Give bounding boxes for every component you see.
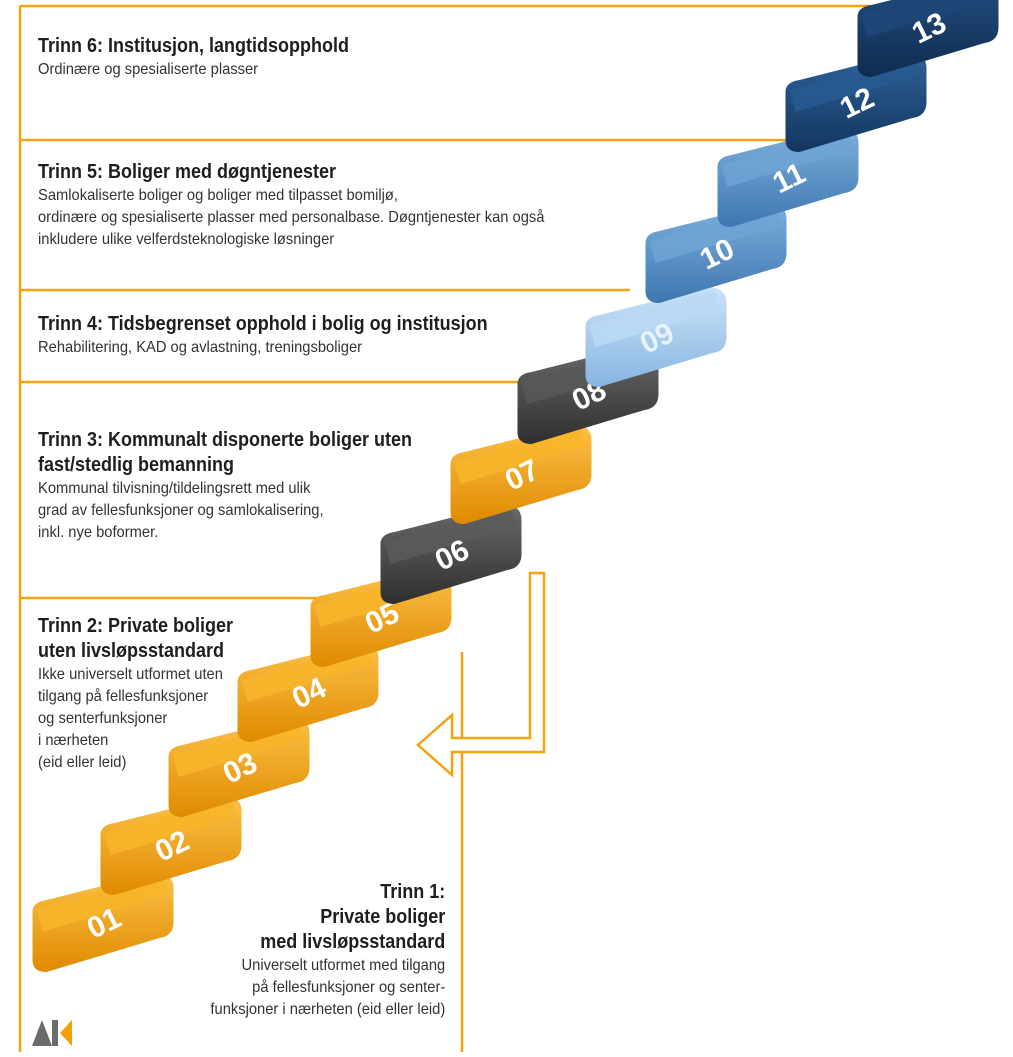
tier-3-title-line: Trinn 3: Kommunalt disponerte boliger ut… [38, 429, 413, 451]
step-top-face [861, 0, 992, 37]
tier-3-block: Trinn 3: Kommunalt disponerte boliger ut… [38, 428, 454, 544]
step-10: 10 [645, 203, 787, 303]
step-top-face [384, 506, 518, 564]
tier-4-line: Rehabilitering, KAD og avlastning, treni… [38, 339, 363, 356]
return-arrow [416, 571, 546, 778]
step-03: 03 [168, 717, 310, 817]
tier-3-desc: Kommunal tilvisning/tildelingsrett med u… [38, 478, 420, 544]
tier-2-block: Trinn 2: Private boliger uten livsløpsst… [38, 614, 255, 774]
step-top-face [36, 874, 170, 932]
tier-3-line: inkl. nye boformer. [38, 524, 159, 541]
tier-6-line: Ordinære og spesialiserte plasser [38, 61, 259, 78]
tier-5-title: Trinn 5: Boliger med døgntjenester [38, 161, 337, 183]
tier-5-line: ordinære og spesialiserte plasser med pe… [38, 209, 545, 226]
tier-2-line: Ikke universelt utformet uten [38, 666, 223, 683]
tier-2-line: tilgang på fellesfunksjoner [38, 688, 209, 705]
tier-6-desc: Ordinære og spesialiserte plasser [38, 59, 356, 81]
tier-5-line: inkludere ulike velferdsteknologiske løs… [38, 231, 335, 248]
tier-1-title-line: med livsløpsstandard [259, 931, 445, 953]
tier-3-line: Kommunal tilvisning/tildelingsrett med u… [38, 480, 311, 497]
frame-outline [18, 4, 930, 1052]
step-06: 06 [380, 504, 522, 604]
step-top-face [589, 289, 723, 347]
tier-6-block: Trinn 6: Institusjon, langtidsopphold Or… [38, 34, 384, 81]
tier-1-title: Trinn 1: Private boliger med livsløpssta… [215, 880, 445, 955]
tier-2-title-line: uten livsløpsstandard [38, 640, 225, 662]
tier-2-title: Trinn 2: Private boliger uten livsløpsst… [38, 614, 233, 664]
tier-5-block: Trinn 5: Boliger med døgntjenester Samlo… [38, 160, 589, 251]
tier-1-line: Universelt utformet med tilgang [241, 957, 445, 974]
step-01: 01 [32, 872, 174, 972]
tier-5-line: Samlokaliserte boliger og boliger med ti… [38, 187, 398, 204]
tier-1-block: Trinn 1: Private boliger med livsløpssta… [190, 880, 445, 1021]
tier-4-title: Trinn 4: Tidsbegrenset opphold i bolig o… [38, 313, 488, 335]
tier-3-line: grad av fellesfunksjoner og samlokaliser… [38, 502, 324, 519]
tier-6-title: Trinn 6: Institusjon, langtidsopphold [38, 35, 349, 57]
step-02: 02 [100, 795, 242, 895]
step-09: 09 [585, 287, 727, 387]
ak-logo [32, 1020, 72, 1046]
tier-2-title-line: Trinn 2: Private boliger [38, 615, 234, 637]
step-07: 07 [450, 424, 592, 524]
frame-lines [18, 4, 930, 1052]
tier-1-title-line: Trinn 1: [379, 881, 445, 903]
step-top-face [104, 797, 238, 855]
tier-2-desc: Ikke universelt utformet uten tilgang på… [38, 664, 237, 774]
tier-5-desc: Samlokaliserte boliger og boliger med ti… [38, 185, 544, 251]
tier-2-line: og senterfunksjoner [38, 710, 168, 727]
tier-3-title: Trinn 3: Kommunalt disponerte boliger ut… [38, 428, 412, 478]
tier-2-line: i nærheten [38, 732, 109, 749]
step-top-face [454, 426, 588, 484]
tier-4-block: Trinn 4: Tidsbegrenset opphold i bolig o… [38, 312, 538, 359]
tier-1-title-line: Private boliger [319, 906, 445, 928]
tier-1-line: på fellesfunksjoner og senter- [251, 979, 445, 996]
tier-4-desc: Rehabilitering, KAD og avlastning, treni… [38, 337, 498, 359]
tier-3-title-line: fast/stedlig bemanning [38, 454, 235, 476]
tier-1-line: funksjoner i nærheten (eid eller leid) [210, 1001, 445, 1018]
tier-2-line: (eid eller leid) [38, 754, 127, 771]
tier-1-desc: Universelt utformet med tilgang på felle… [210, 955, 445, 1021]
step-13: 13 [857, 0, 999, 77]
